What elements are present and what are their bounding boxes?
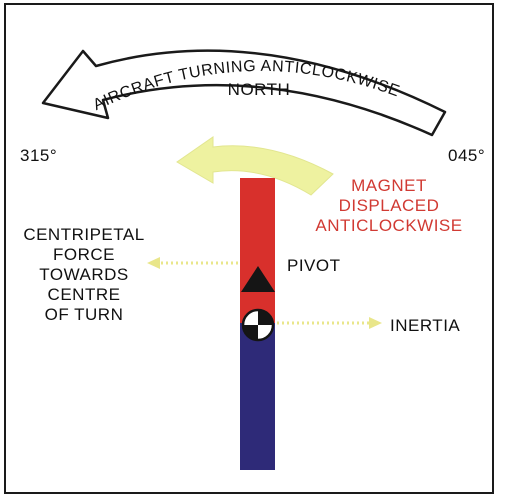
diagram-frame — [4, 3, 494, 494]
magnet-displacement-arrow — [176, 136, 334, 196]
magnet-displaced-label: MAGNET DISPLACED ANTICLOCKWISE — [315, 176, 463, 235]
centripetal-force-arrow — [147, 257, 238, 269]
magnet-south-half — [240, 323, 275, 470]
heading-045-label: 045° — [448, 146, 486, 165]
heading-315-label: 315° — [20, 146, 58, 165]
cg-roundel-icon — [241, 308, 275, 342]
inertia-label: INERTIA — [390, 316, 461, 335]
turn-direction-arrow — [41, 49, 447, 137]
magnet-north-half — [240, 178, 275, 323]
centripetal-force-label: CENTRIPETAL FORCE TOWARDS CENTRE OF TURN — [23, 225, 145, 324]
inertia-arrow — [277, 317, 382, 329]
north-label: NORTH — [227, 80, 291, 99]
pivot-triangle-icon — [241, 266, 275, 292]
pivot-label: PIVOT — [287, 256, 341, 275]
